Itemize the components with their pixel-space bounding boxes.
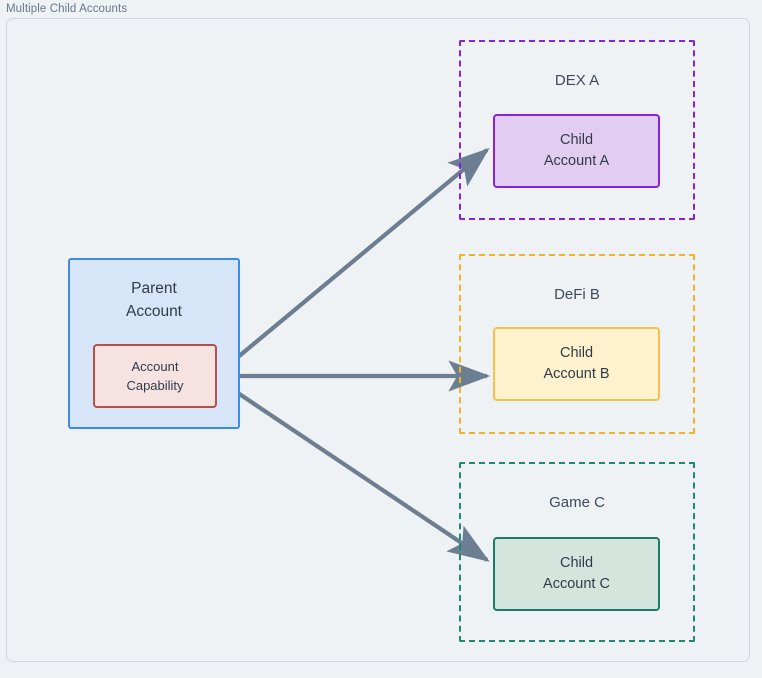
parent-account-label-line2: Account bbox=[125, 303, 182, 321]
child-account-c-label-line1: Child bbox=[559, 554, 594, 571]
child-account-c-label-line2: Account C bbox=[543, 576, 610, 592]
child-account-a-label-line1: Child bbox=[559, 131, 594, 148]
child-account-b-label-line1: Child bbox=[559, 344, 594, 361]
diagram-title: Multiple Child Accounts bbox=[6, 3, 128, 15]
cluster-defi-b: DeFi B bbox=[459, 254, 695, 434]
account-capability-label-line1: Account bbox=[131, 358, 179, 374]
child-account-b-label-line2: Account B bbox=[543, 366, 610, 382]
account-capability-node[interactable]: Account Capability bbox=[93, 344, 217, 408]
parent-account-label: Parent Account bbox=[126, 277, 182, 324]
cluster-dex-a: DEX A bbox=[459, 40, 695, 220]
parent-account-label-line1: Parent bbox=[131, 280, 177, 297]
child-account-c-node[interactable]: Child Account C bbox=[493, 537, 660, 611]
child-account-b-node[interactable]: Child Account B bbox=[493, 327, 660, 401]
account-capability-label-line2: Capability bbox=[126, 378, 184, 393]
child-account-a-label-line2: Account A bbox=[543, 153, 610, 169]
cluster-game-c: Game C bbox=[459, 462, 695, 642]
cluster-dex-a-label: DEX A bbox=[554, 72, 600, 89]
cluster-game-c-label: Game C bbox=[549, 494, 605, 511]
cluster-defi-b-label: DeFi B bbox=[554, 286, 600, 303]
child-account-a-node[interactable]: Child Account A bbox=[493, 114, 660, 188]
